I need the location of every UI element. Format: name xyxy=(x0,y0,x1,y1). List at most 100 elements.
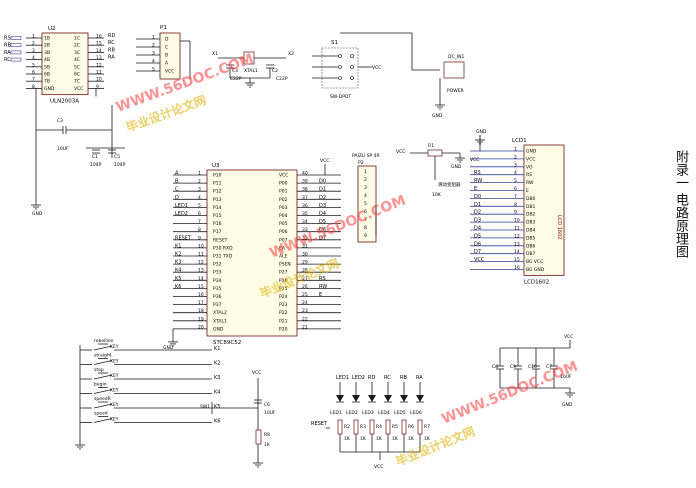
lcd-pin-num: 1 xyxy=(514,147,517,153)
u2-pin-num: 9 xyxy=(96,84,99,90)
u2-pin-name: GND xyxy=(44,86,55,92)
u3-vcc-label: VCC xyxy=(320,158,329,164)
u2-input-resistor xyxy=(10,43,22,48)
u2-pin-name: 6B xyxy=(44,72,50,78)
u2-pin-num: 3 xyxy=(32,48,35,54)
u2cap-c3-ref: C3 xyxy=(57,118,63,124)
u2-pin-num: 16 xyxy=(96,34,102,40)
bypass-cap-value: 10UF xyxy=(560,374,572,380)
u2-pin-name: 6C xyxy=(74,72,80,78)
lcd-net: D5 xyxy=(474,233,481,239)
u2-pin-name: 3C xyxy=(74,50,80,56)
u2cap-c1-value: 104P xyxy=(90,162,102,168)
u2-input-net: RA xyxy=(4,50,11,56)
u3-pin-num: 3 xyxy=(198,187,201,193)
power-vcc-label: VCC xyxy=(372,65,381,71)
p2-pin-num: 3 xyxy=(364,185,367,191)
lcd-pin-num: 7 xyxy=(514,194,517,200)
led-res-ref: R6 xyxy=(408,424,414,430)
u3-pin-name: P26 xyxy=(279,278,288,284)
power-dc-jack xyxy=(443,61,465,79)
lcd-body xyxy=(523,144,565,276)
u3-pin-name: P14 xyxy=(213,205,222,211)
reset-c-value: 10UF xyxy=(264,410,276,416)
u3-right-net: D4 xyxy=(319,211,326,217)
u3-pin-num: 5 xyxy=(198,203,201,209)
p1-ref: P1 xyxy=(160,25,167,31)
lcd-pin-name: DB6 xyxy=(526,243,536,249)
u2-pin-name: 5C xyxy=(74,64,80,70)
crystal-x2: X2 xyxy=(288,51,294,57)
key-name: begin xyxy=(94,382,107,388)
u3-left-net: B xyxy=(175,179,179,185)
u3-pin-name: GND xyxy=(213,326,224,332)
key-ref: K3 xyxy=(214,375,220,381)
led-res-value: 1K xyxy=(392,436,399,442)
u3-pin-num: 7 xyxy=(198,219,201,225)
led-net-label: LED2 xyxy=(352,375,365,381)
led-resistor xyxy=(369,419,375,435)
u2-pin-name: 1B xyxy=(44,36,50,42)
u3-pin-num: 39 xyxy=(302,179,308,185)
u2-pin-name: 3B xyxy=(44,50,50,56)
u2-pin-name: VCC xyxy=(74,86,83,92)
lcd-part: LCD1602 xyxy=(524,279,549,285)
u3-pin-num: 12 xyxy=(198,260,204,266)
u3-pin-name: P17 xyxy=(213,229,222,235)
u3-left-net: K5 xyxy=(175,276,181,282)
key-ref: K1 xyxy=(214,346,220,352)
u3-pin-num: 34 xyxy=(302,219,308,225)
lcd-ref: LCD1 xyxy=(512,138,527,144)
u3-pin-num: 25 xyxy=(302,292,308,298)
crystal-body xyxy=(243,51,255,65)
r1-value: 10K xyxy=(432,192,442,198)
led-net-label: RD xyxy=(368,375,375,381)
u2-input-net: RB xyxy=(4,43,11,49)
lcd-pin-num: 2 xyxy=(514,154,517,160)
lcd-net: RW xyxy=(474,178,482,184)
u3-left-net: K6 xyxy=(175,284,181,290)
u3-pin-num: 33 xyxy=(302,227,308,233)
bypass-cap-ref: C7 xyxy=(546,364,552,370)
lcd-pin-num: 13 xyxy=(514,241,520,247)
u3-right-net: D6 xyxy=(319,227,326,233)
p2-pin-num: 8 xyxy=(364,225,367,231)
p1-pin-num: 4 xyxy=(152,59,155,65)
u3-left-net: LED1 xyxy=(175,203,188,209)
u3-pin-num: 27 xyxy=(302,276,308,282)
u3-pin-name: P36 xyxy=(213,294,222,300)
power-label: POWER xyxy=(447,88,464,94)
u3-pin-num: 11 xyxy=(198,252,204,258)
led-ref: LED6 xyxy=(410,410,422,416)
bypass-vcc-label: VCC xyxy=(564,334,573,340)
u2cap-c5-ref: C5 xyxy=(114,154,120,160)
lcd-vcc-label: VCC xyxy=(470,157,479,163)
power-switch-contact xyxy=(350,65,354,69)
key-name: speed xyxy=(94,411,108,417)
u3-pin-num: 40 xyxy=(302,171,308,177)
u3-pin-name: P16 xyxy=(213,221,222,227)
led-ref: LED4 xyxy=(378,410,390,416)
lcd-net: D4 xyxy=(474,226,481,232)
u3-pin-name: PSEN xyxy=(279,262,291,268)
u2-pin-num: 7 xyxy=(32,77,35,83)
u2-input-resistor xyxy=(10,36,22,40)
u3-pin-num: 1 xyxy=(198,171,201,177)
lcd-pin-name: DB0 xyxy=(526,196,536,202)
power-switch-contact xyxy=(338,76,342,80)
u2-pin-num: 8 xyxy=(32,84,35,90)
u3-pin-name: VCC xyxy=(279,173,288,179)
u2-pin-num: 2 xyxy=(32,41,35,47)
crystal-xtal: XTAL1 xyxy=(244,68,258,74)
u3-pin-name: P24 xyxy=(279,294,288,300)
u3-left-net: LED2 xyxy=(175,211,188,217)
u3-pin-name: P30 RXD xyxy=(213,245,233,251)
led-diode-icon xyxy=(416,395,424,402)
reset-vcc-label: VCC xyxy=(252,370,261,376)
led-net-label: LED1 xyxy=(336,375,349,381)
lcd-net: VCC xyxy=(474,257,485,263)
u2-pin-num: 4 xyxy=(32,55,35,61)
led-resistor xyxy=(401,419,407,435)
u3-pin-name: P22 xyxy=(279,310,288,316)
u3-pin-name: P21 xyxy=(279,318,288,324)
